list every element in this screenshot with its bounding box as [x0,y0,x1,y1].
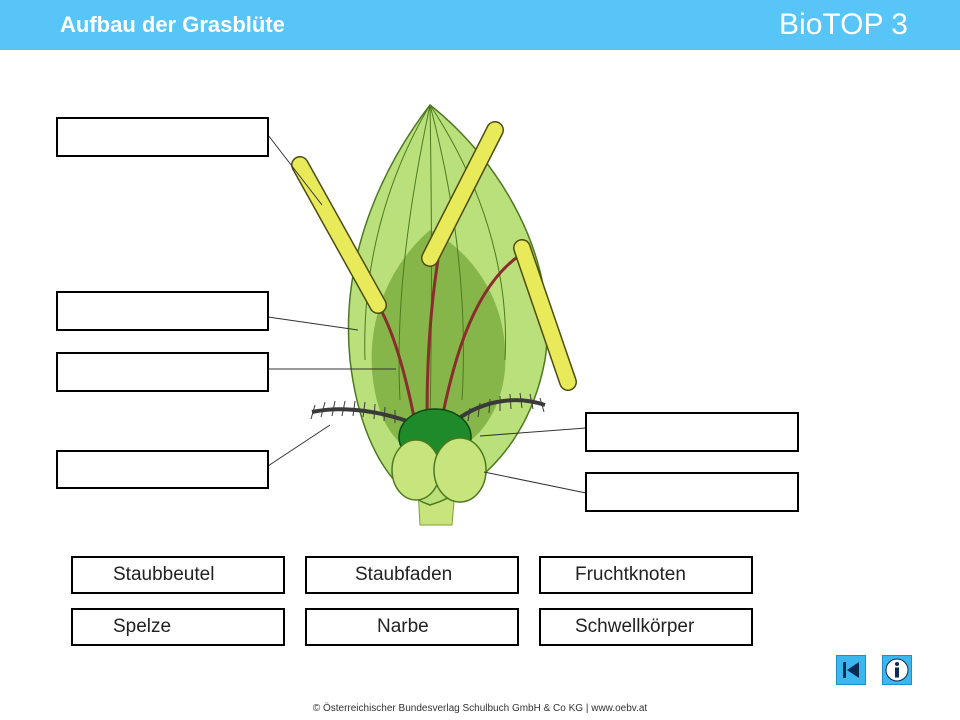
answer-box-lodicule[interactable] [585,472,799,512]
word-tile-spelze[interactable]: Spelze [71,608,285,646]
staubbeutel-left [291,156,387,314]
word-label: Narbe [377,616,429,637]
answer-box-filament[interactable] [56,352,269,392]
word-label: Schwellkörper [575,616,695,637]
word-label: Fruchtknoten [575,564,686,585]
word-tile-fruchtknoten[interactable]: Fruchtknoten [539,556,753,594]
back-button[interactable] [836,655,866,685]
header-bar: Aufbau der Grasblüte BioTOP 3 [0,0,960,50]
answer-box-ovary[interactable] [585,412,799,452]
word-label: Spelze [113,616,172,637]
word-tile-staubfaden[interactable]: Staubfaden [305,556,519,594]
schwellkoerper-left [391,439,441,501]
page-title: Aufbau der Grasblüte [60,12,285,37]
spelze-inner-shape [371,230,506,460]
word-tile-staubbeutel[interactable]: Staubbeutel [71,556,285,594]
skip-back-icon [843,662,859,678]
answer-box-stigma[interactable] [56,450,269,489]
info-icon [885,658,909,682]
info-button[interactable] [882,655,912,685]
brand-logo: BioTOP 3 [779,8,908,41]
staubbeutel-right [513,239,577,391]
word-tile-narbe[interactable]: Narbe [305,608,519,646]
schwellkoerper-right [433,437,487,503]
word-label: Staubfaden [355,564,453,585]
answer-box-glume[interactable] [56,291,269,331]
copyright-footer: © Österreichischer Bundesverlag Schulbuc… [312,703,648,714]
word-tile-schwellkoerper[interactable]: Schwellkörper [539,608,753,646]
word-label: Staubbeutel [113,564,215,585]
answer-box-anther[interactable] [56,117,269,157]
staubbeutel-middle [421,121,504,267]
